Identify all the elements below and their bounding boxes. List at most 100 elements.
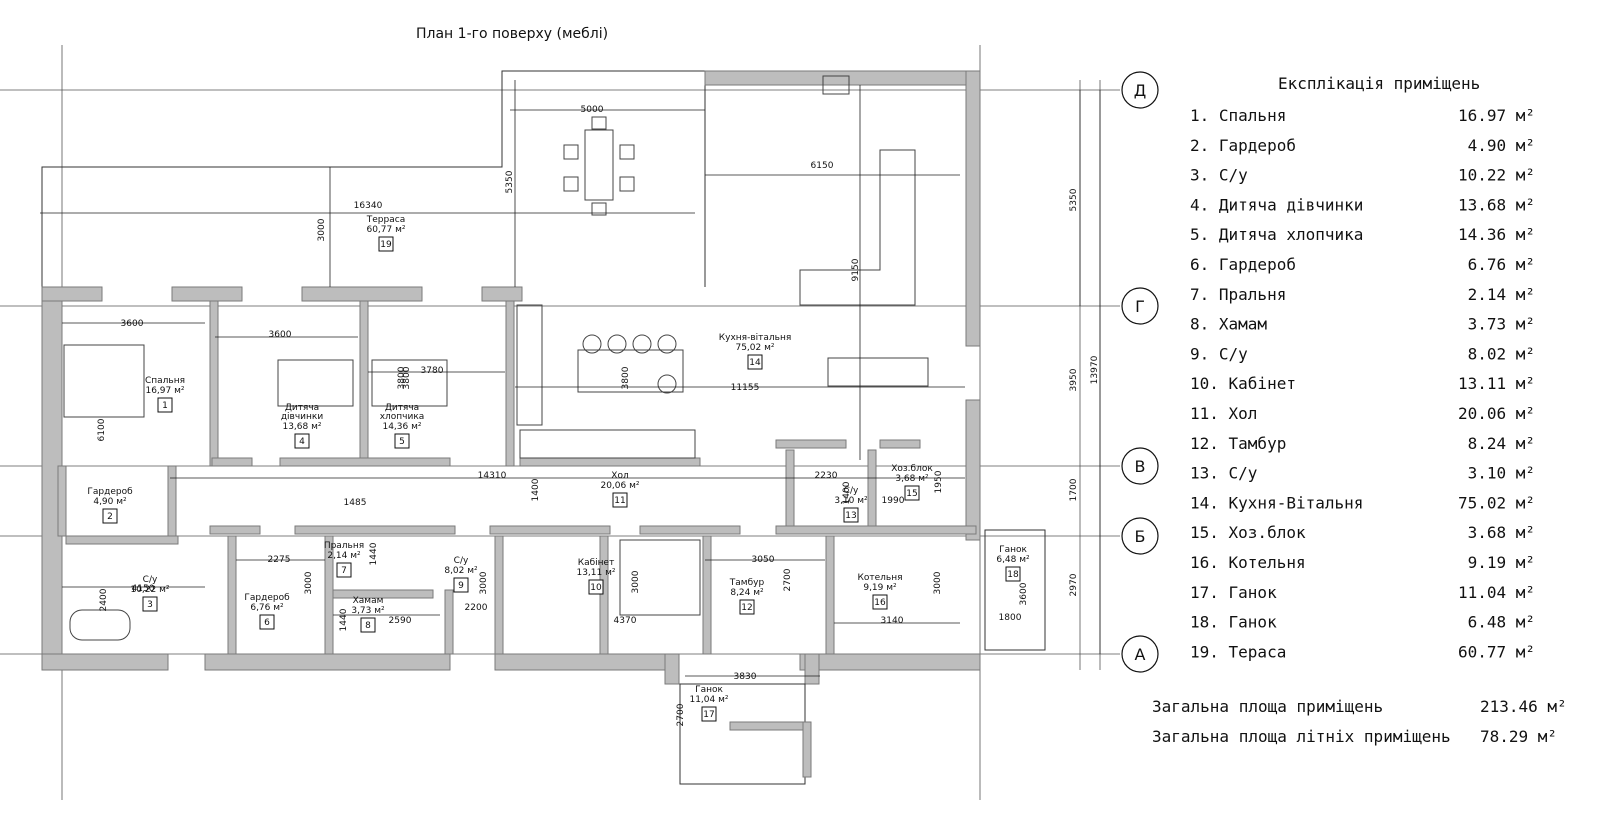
dimension-label: 9150 <box>851 258 861 281</box>
room-number-box <box>157 397 173 413</box>
room-number: 7 <box>341 566 347 576</box>
terrace-outline <box>41 70 706 287</box>
room-area: 20,06 м² <box>600 481 639 491</box>
axis-bubble: В <box>1121 447 1159 485</box>
explication-area: 20.06 м² <box>1458 404 1535 423</box>
axis-bubble: Д <box>1121 71 1159 109</box>
room-number: 10 <box>590 583 602 593</box>
room-name: дівчинки <box>281 412 324 422</box>
dimension-label: 11155 <box>731 383 760 393</box>
dimension-label: 3000 <box>304 571 314 594</box>
explication-area: 6.76 м² <box>1468 255 1535 274</box>
room-number-box <box>872 594 888 610</box>
room-number: 18 <box>1007 570 1019 580</box>
room-name: Терраса <box>366 215 405 225</box>
explication-label: 7. Пральня <box>1190 285 1286 304</box>
dimension-label: 3830 <box>734 672 757 682</box>
explication-area: 13.68 м² <box>1458 195 1535 214</box>
dimension-label: 1700 <box>1069 478 1079 501</box>
room-number: 17 <box>703 710 714 720</box>
dimension-label: 3140 <box>881 616 904 626</box>
explication-label: 17. Ганок <box>1190 583 1277 602</box>
room-area: 13,11 м² <box>576 568 615 578</box>
dimension-label: 1485 <box>344 498 367 508</box>
room-name: Кабінет <box>578 558 615 568</box>
dimension-label: 1400 <box>531 478 541 501</box>
room-number-box <box>336 562 352 578</box>
room-name: Дитяча <box>285 403 319 413</box>
room-area: 6,76 м² <box>250 603 284 613</box>
room-number: 13 <box>845 511 856 521</box>
explication-label: 1. Спальня <box>1190 106 1286 125</box>
room-name: Хол <box>611 471 628 481</box>
room-area: 3,73 м² <box>351 606 385 616</box>
room-number: 12 <box>741 603 752 613</box>
dimension-label: 3000 <box>317 218 327 241</box>
room-area: 4,90 м² <box>93 497 127 507</box>
room-number-box <box>747 354 763 370</box>
room-number: 16 <box>874 598 886 608</box>
dimension-label: 2970 <box>1069 573 1079 596</box>
room-number-box <box>1005 566 1021 582</box>
room-name: Ганок <box>999 545 1027 555</box>
explication-label: 5. Дитяча хлопчика <box>1190 225 1363 244</box>
axis-label: Г <box>1135 297 1145 316</box>
axis-label: Б <box>1135 527 1146 546</box>
dimension-label: 2200 <box>465 603 488 613</box>
room-area: 11,04 м² <box>689 695 728 705</box>
plan-title: План 1-го поверху (меблі) <box>416 26 608 42</box>
total-area-value: 213.46 м² <box>1480 697 1567 716</box>
room-number-box <box>904 485 920 501</box>
dimension-label: 2230 <box>815 471 838 481</box>
explication-label: 9. С/у <box>1190 344 1248 363</box>
dimension-label: 3000 <box>933 571 943 594</box>
room-number: 1 <box>162 401 168 411</box>
dimension-label: 1950 <box>934 470 944 493</box>
dimension-label: 2700 <box>676 703 686 726</box>
explication-area: 14.36 м² <box>1458 225 1535 244</box>
dimension-lines <box>40 80 1101 677</box>
explication-label: 8. Хамам <box>1190 315 1267 334</box>
dimension-label: 1400 <box>842 481 852 504</box>
explication-label: 16. Котельня <box>1190 553 1306 572</box>
dimension-label: 1800 <box>999 613 1022 623</box>
room-number-box <box>360 617 376 633</box>
axis-bubble: Г <box>1121 287 1159 325</box>
dimension-label: 3950 <box>1069 368 1079 391</box>
room-number: 4 <box>299 437 305 447</box>
explication-area: 13.11 м² <box>1458 374 1535 393</box>
room-area: 8,02 м² <box>444 566 478 576</box>
room-name: С/у <box>844 486 859 496</box>
explication-label: 4. Дитяча дівчинки <box>1190 195 1363 214</box>
room-number-box <box>142 596 158 612</box>
room-area: 13,68 м² <box>282 422 321 432</box>
explication-area: 3.10 м² <box>1468 464 1535 483</box>
room-number-box <box>612 492 628 508</box>
room-number-box <box>843 507 859 523</box>
room-label: С/у8,02 м²9 <box>444 556 478 593</box>
axis-label: А <box>1135 645 1146 664</box>
dimension-label: 3800 <box>397 366 407 389</box>
room-number-box <box>259 614 275 630</box>
dimension-label: 4370 <box>614 616 637 626</box>
room-name: С/у <box>454 556 469 566</box>
explication-area: 9.19 м² <box>1468 553 1535 572</box>
dimension-label: 3800 <box>621 366 631 389</box>
explication-label: 18. Ганок <box>1190 613 1277 632</box>
room-number: 15 <box>906 489 917 499</box>
dimension-label: 3000 <box>479 571 489 594</box>
axis-label: В <box>1135 457 1146 476</box>
